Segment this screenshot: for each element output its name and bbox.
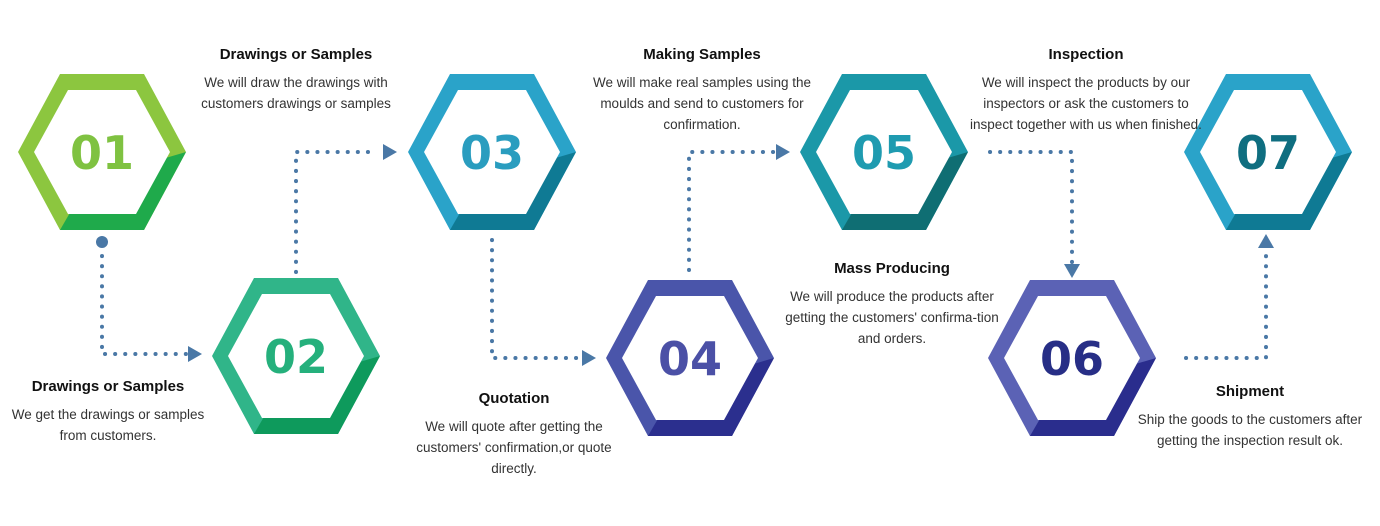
connector-06-07: [1184, 246, 1268, 360]
connector-02-03: [294, 150, 380, 274]
arrow-05-06: [1064, 264, 1080, 278]
hexagon-inner: [34, 90, 170, 214]
step-5-description: We will make real samples using the moul…: [592, 75, 812, 132]
step-1-number: 01: [70, 126, 134, 180]
step-6-hexagon: 06: [988, 280, 1156, 436]
hexagon-inner: [622, 296, 758, 420]
step-1-hexagon: 01: [18, 74, 186, 230]
connector-05-06: [988, 150, 1074, 264]
step-7-number: 07: [1236, 126, 1300, 180]
hexagon-inner: [1004, 296, 1140, 420]
step-3-number: 03: [460, 126, 524, 180]
arrow-01-02: [188, 346, 202, 362]
step-4-hexagon: 04: [606, 280, 774, 436]
step-4-title: Quotation: [478, 390, 550, 407]
arrow-04-05: [776, 144, 790, 160]
step-3-caption: Drawings or Samples We will draw the dra…: [190, 46, 402, 114]
step-5-title: Making Samples: [643, 46, 761, 63]
step-6-title: Mass Producing: [834, 260, 950, 277]
step-8-title: Shipment: [1215, 383, 1285, 400]
arrow-02-03: [383, 144, 397, 160]
step-3-hexagon: 03: [408, 74, 576, 230]
step-3-description: We will draw the drawings with customers…: [201, 75, 391, 111]
step-4-number: 04: [658, 332, 722, 386]
arrow-06-07: [1258, 234, 1274, 248]
hexagon-inner: [228, 294, 364, 418]
step-6-caption: Mass Producing We will produce the produ…: [776, 260, 1008, 349]
step-7-hexagon: 07: [1184, 74, 1352, 230]
step-4-description: We will quote after getting the customer…: [416, 419, 612, 476]
step-7-title: Inspection: [1048, 46, 1124, 63]
connector-03-04: [490, 238, 584, 360]
connector-01-02: [100, 254, 192, 356]
step-2-caption: Drawings or Samples We get the drawings …: [0, 378, 216, 446]
step-5-caption: Making Samples We will make real samples…: [586, 46, 818, 135]
step-8-description: Ship the goods to the customers after ge…: [1137, 412, 1363, 448]
step-2-hexagon: 02: [212, 278, 380, 434]
step-5-number: 05: [852, 126, 916, 180]
hexagon-inner: [816, 90, 952, 214]
connector-lines: [96, 144, 1274, 366]
step-2-number: 02: [264, 330, 328, 384]
step-7-description: We will inspect the products by our insp…: [970, 75, 1202, 132]
step-4-caption: Quotation We will quote after getting th…: [404, 390, 624, 479]
connector-04-05: [687, 150, 778, 272]
step-2-title: Drawings or Samples: [31, 378, 185, 395]
arrow-03-04: [582, 350, 596, 366]
start-dot: [96, 236, 108, 248]
step-6-number: 06: [1040, 332, 1104, 386]
step-6-description: We will produce the products after getti…: [785, 289, 999, 346]
step-5-hexagon: 05: [800, 74, 968, 230]
step-7-caption: Inspection We will inspect the products …: [968, 46, 1204, 135]
step-3-title: Drawings or Samples: [219, 46, 373, 63]
hexagon-inner: [1200, 90, 1336, 214]
step-8-caption: Shipment Ship the goods to the customers…: [1134, 383, 1366, 451]
step-2-description: We get the drawings or samples from cust…: [11, 407, 205, 443]
hexagon-inner: [424, 90, 560, 214]
